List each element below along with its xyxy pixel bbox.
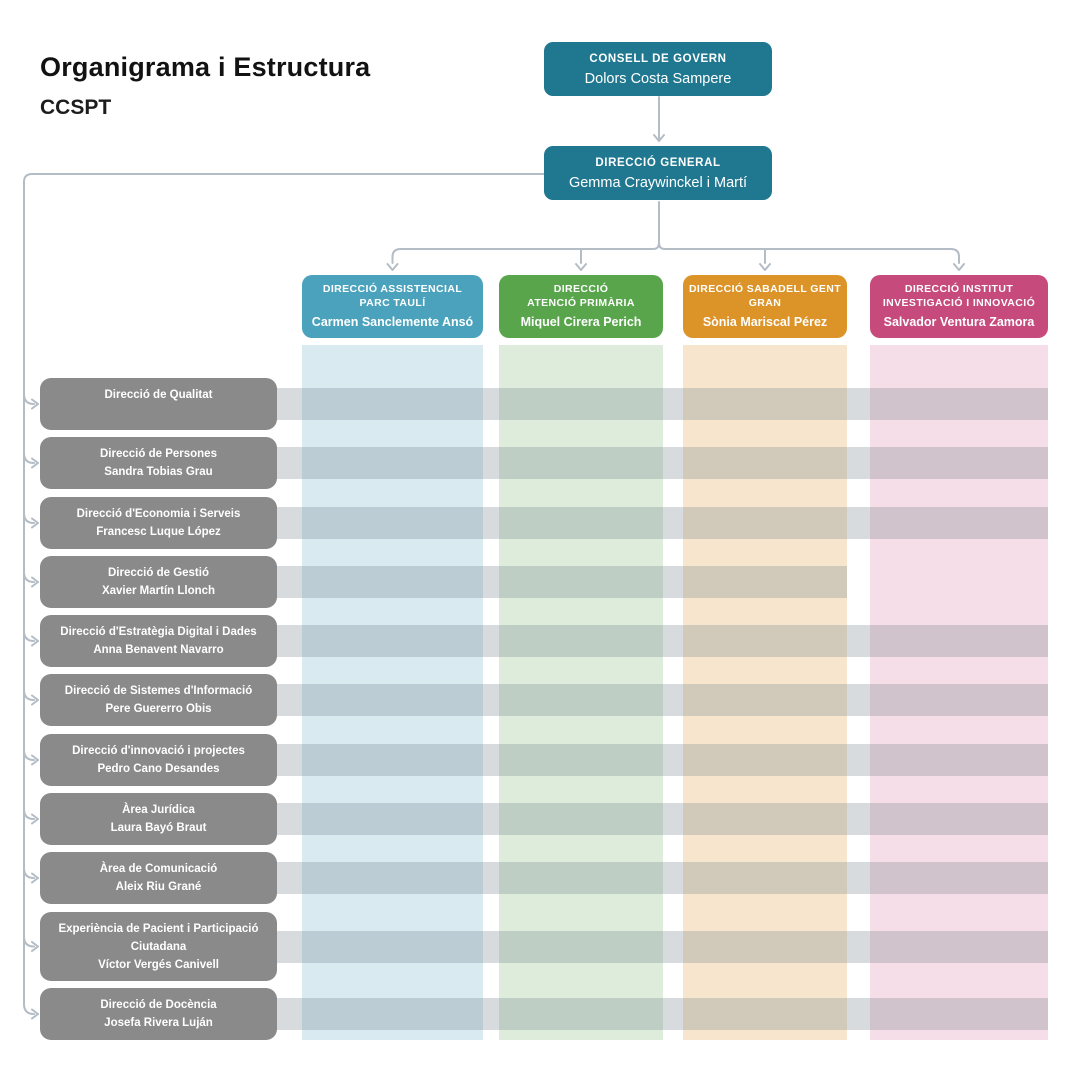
row-band-1	[258, 388, 1048, 420]
org-node-row-1: Direcció de Qualitat	[40, 378, 277, 430]
node-title: Direcció d'innovació i projectes	[72, 745, 245, 757]
org-node-consell-de-govern: CONSELL DE GOVERN Dolors Costa Sampere	[544, 42, 772, 96]
node-title: DIRECCIÓ GENERAL	[595, 157, 721, 169]
node-title: Direcció de Persones	[100, 448, 217, 460]
row-band-3	[258, 507, 1048, 539]
node-person: Aleix Riu Grané	[115, 881, 202, 893]
node-person: Dolors Costa Sampere	[584, 71, 732, 87]
org-node-column-4: DIRECCIÓ INSTITUT INVESTIGACIÓ I INNOVAC…	[870, 275, 1048, 338]
node-person: Anna Benavent Navarro	[93, 644, 224, 656]
node-title: Direcció de Sistemes d'Informació	[64, 685, 253, 697]
row-band-6	[258, 684, 1048, 716]
row-band-11	[258, 998, 1048, 1030]
node-title: DIRECCIÓ SABADELL GENT GRAN	[688, 283, 842, 309]
node-title: Direcció de Qualitat	[104, 389, 213, 401]
row-band-8	[258, 803, 1048, 835]
node-title: Àrea de Comunicació	[99, 863, 218, 875]
row-band-2	[258, 447, 1048, 479]
row-band-9	[258, 862, 1048, 894]
org-node-column-3: DIRECCIÓ SABADELL GENT GRAN Sònia Marisca…	[683, 275, 847, 338]
node-title: Direcció d'Estratègia Digital i Dades	[60, 626, 257, 638]
org-node-row-10: Experiència de Pacient i Participació Ci…	[40, 912, 277, 981]
node-title: Direcció d'Economia i Serveis	[76, 508, 241, 520]
row-band-4	[258, 566, 847, 598]
node-title: Direcció de Gestió	[108, 567, 209, 579]
row-band-5	[258, 625, 1048, 657]
node-person: Francesc Luque López	[96, 526, 221, 538]
node-title: Direcció de Docència	[100, 999, 217, 1011]
node-person: Carmen Sanclemente Ansó	[311, 315, 474, 329]
row-band-7	[258, 744, 1048, 776]
node-person: Josefa Rivera Luján	[104, 1017, 213, 1029]
node-title: Àrea Jurídica	[122, 804, 195, 816]
node-person: Miquel Cirera Perich	[520, 315, 642, 329]
org-node-column-2: DIRECCIÓ ATENCIÓ PRIMÀRIA Miquel Cirera P…	[499, 275, 663, 338]
node-person: Gemma Craywinckel i Martí	[568, 175, 748, 191]
row-band-10	[258, 930, 1048, 963]
node-person: Sandra Tobias Grau	[104, 466, 213, 478]
node-title: DIRECCIÓ INSTITUT INVESTIGACIÓ I INNOVAC…	[882, 283, 1036, 309]
org-node-column-1: DIRECCIÓ ASSISTENCIAL PARC TAULÍ Carmen S…	[302, 275, 483, 338]
node-person: Laura Bayó Braut	[110, 822, 207, 834]
org-node-direccio-general: DIRECCIÓ GENERAL Gemma Craywinckel i Mar…	[544, 146, 772, 200]
page-title: Organigrama i Estructura	[40, 52, 371, 82]
node-person: Víctor Vergés Canivell	[98, 959, 219, 971]
node-title: DIRECCIÓ ATENCIÓ PRIMÀRIA	[527, 283, 635, 309]
node-title: Experiència de Pacient i Participació Ci…	[58, 923, 259, 953]
node-title: CONSELL DE GOVERN	[589, 53, 727, 65]
node-person: Pere Guererro Obis	[105, 703, 212, 715]
page-subtitle: CCSPT	[40, 96, 112, 119]
node-title: DIRECCIÓ ASSISTENCIAL PARC TAULÍ	[322, 283, 463, 309]
node-person: Sònia Mariscal Pérez	[702, 315, 828, 329]
node-person: Salvador Ventura Zamora	[883, 315, 1035, 329]
node-person: Pedro Cano Desandes	[97, 763, 220, 775]
node-person: Xavier Martín Llonch	[101, 585, 216, 597]
